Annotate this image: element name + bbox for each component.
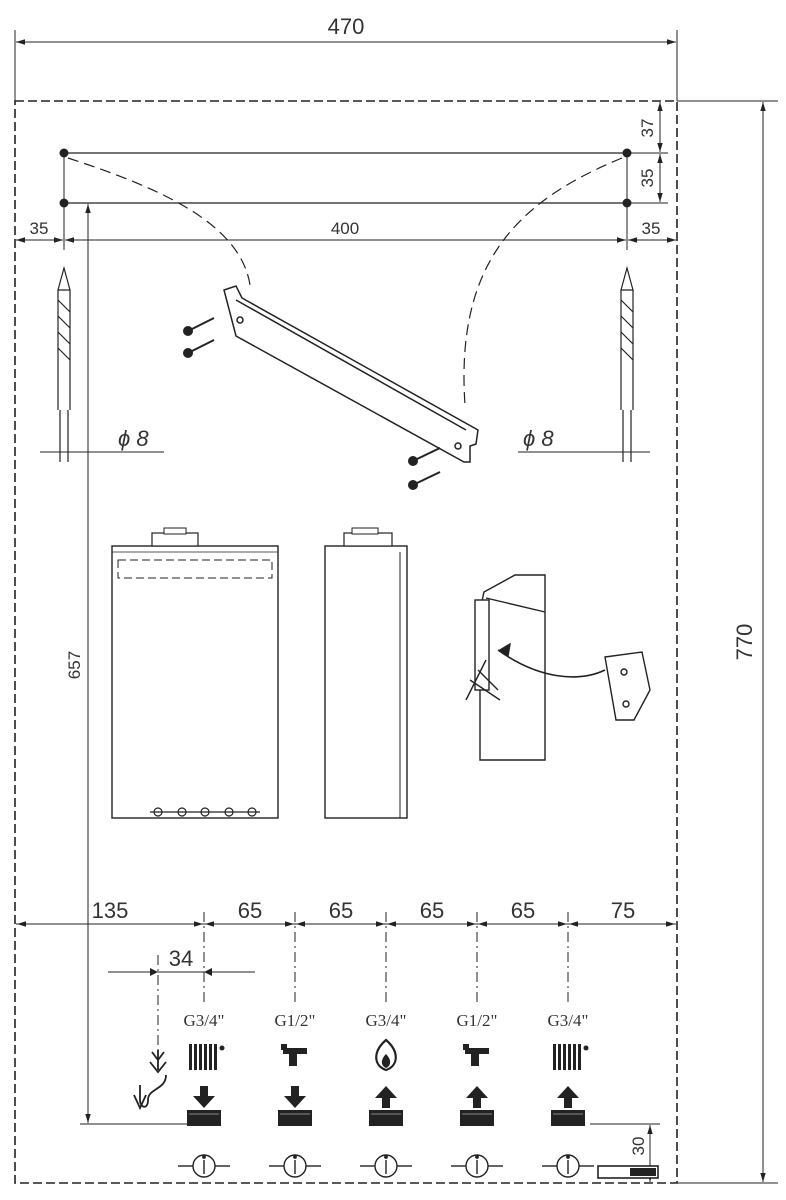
- drill-right-label: ϕ 8: [523, 426, 554, 451]
- hole-bottom-left: [59, 198, 69, 208]
- mounting-holes: [59, 148, 632, 250]
- arrow-down-icon: [193, 1086, 215, 1108]
- tap-icon: [281, 1044, 307, 1066]
- drill-bit-left-icon: [57, 265, 71, 462]
- offset-34-dimension: 34: [108, 946, 255, 1050]
- radiator-icon: [189, 1044, 225, 1070]
- top-offset-1-label: 37: [638, 119, 657, 138]
- overall-height-label: 770: [732, 624, 757, 661]
- hook-detail: [465, 574, 651, 761]
- swing-arc-left: [67, 157, 251, 286]
- arrow-down-icon: [284, 1086, 306, 1108]
- gas-flame-icon: [375, 1038, 397, 1072]
- left-edge-label: 35: [30, 219, 49, 238]
- connection-size-label: G3/4": [366, 1011, 407, 1030]
- spacing-label: 65: [511, 898, 535, 923]
- swing-arc-right: [463, 157, 623, 406]
- screws-left: [183, 317, 215, 358]
- pipe-fitting: [278, 1110, 312, 1126]
- template-frame: [14, 100, 678, 1184]
- connection-1: G3/4": [178, 912, 230, 1178]
- boiler-connection-stubs: [150, 807, 260, 817]
- valve-icon: [269, 1154, 321, 1178]
- arrow-up-icon: [466, 1086, 488, 1108]
- connection-size-label: G1/2": [275, 1011, 316, 1030]
- mounting-bracket: [223, 285, 479, 463]
- right-edge-label: 35: [642, 219, 661, 238]
- overall-width-label: 470: [328, 14, 365, 39]
- hole-spacing-dimensions: 35 400 35: [16, 219, 676, 243]
- valve-icon: [360, 1154, 412, 1178]
- bottom-30-label: 30: [629, 1137, 648, 1156]
- spacing-label: 75: [611, 898, 635, 923]
- height-657-dimension: 657: [65, 204, 195, 1125]
- connection-size-label: G1/2": [457, 1011, 498, 1030]
- drill-left-label: ϕ 8: [118, 426, 149, 451]
- tap-icon: [463, 1044, 489, 1066]
- condensate-drain-icon: [133, 1050, 167, 1111]
- valve-icon: [542, 1154, 594, 1178]
- pipe-fitting: [187, 1110, 221, 1126]
- pipe-connections: G3/4" G1/2" G3/4" G1/2" G3/4": [178, 912, 594, 1178]
- drill-bit-right-icon: [620, 265, 634, 462]
- valve-icon: [451, 1154, 503, 1178]
- overall-height-dimension: 770: [677, 100, 778, 1184]
- arrow-up-icon: [557, 1086, 579, 1108]
- connection-spacing-dimensions: 135 65 65 65 65 75: [16, 898, 676, 927]
- spacing-label: 65: [329, 898, 353, 923]
- offset-34-label: 34: [169, 946, 193, 971]
- radiator-icon: [553, 1044, 589, 1070]
- top-offset-2-label: 35: [638, 169, 657, 188]
- spacing-label: 65: [238, 898, 262, 923]
- arrow-up-icon: [375, 1086, 397, 1108]
- connection-size-label: G3/4": [548, 1011, 589, 1030]
- connection-5: G3/4": [542, 912, 594, 1178]
- spacing-labels: 135 65 65 65 65 75: [92, 898, 636, 923]
- drill-diameter-left: ϕ 8: [40, 426, 164, 453]
- valve-icon: [178, 1154, 230, 1178]
- connection-2: G1/2": [269, 912, 321, 1178]
- hole-top-right: [622, 148, 632, 158]
- pipe-fitting: [460, 1110, 494, 1126]
- height-657-label: 657: [65, 651, 84, 679]
- pipe-fitting: [551, 1110, 585, 1126]
- drill-diameter-right: ϕ 8: [518, 426, 650, 453]
- bottom-30-dimension: 30: [590, 1123, 660, 1182]
- boiler-side-view: [324, 527, 408, 819]
- screws-right: [408, 447, 441, 490]
- hole-top-left: [59, 148, 69, 158]
- boiler-front-view: [111, 527, 279, 819]
- spacing-label: 135: [92, 898, 129, 923]
- pipe-fitting: [369, 1110, 403, 1126]
- hole-spacing-label: 400: [331, 219, 359, 238]
- top-offset-dimensions: 37 35: [628, 102, 668, 204]
- connection-size-label: G3/4": [184, 1011, 225, 1030]
- connection-4: G1/2": [451, 912, 503, 1178]
- bracket-hook-piece: [604, 651, 651, 721]
- connection-3: G3/4": [360, 912, 412, 1178]
- overall-width-dimension: 470: [14, 14, 678, 101]
- hole-bottom-right: [622, 198, 632, 208]
- spacing-label: 65: [420, 898, 444, 923]
